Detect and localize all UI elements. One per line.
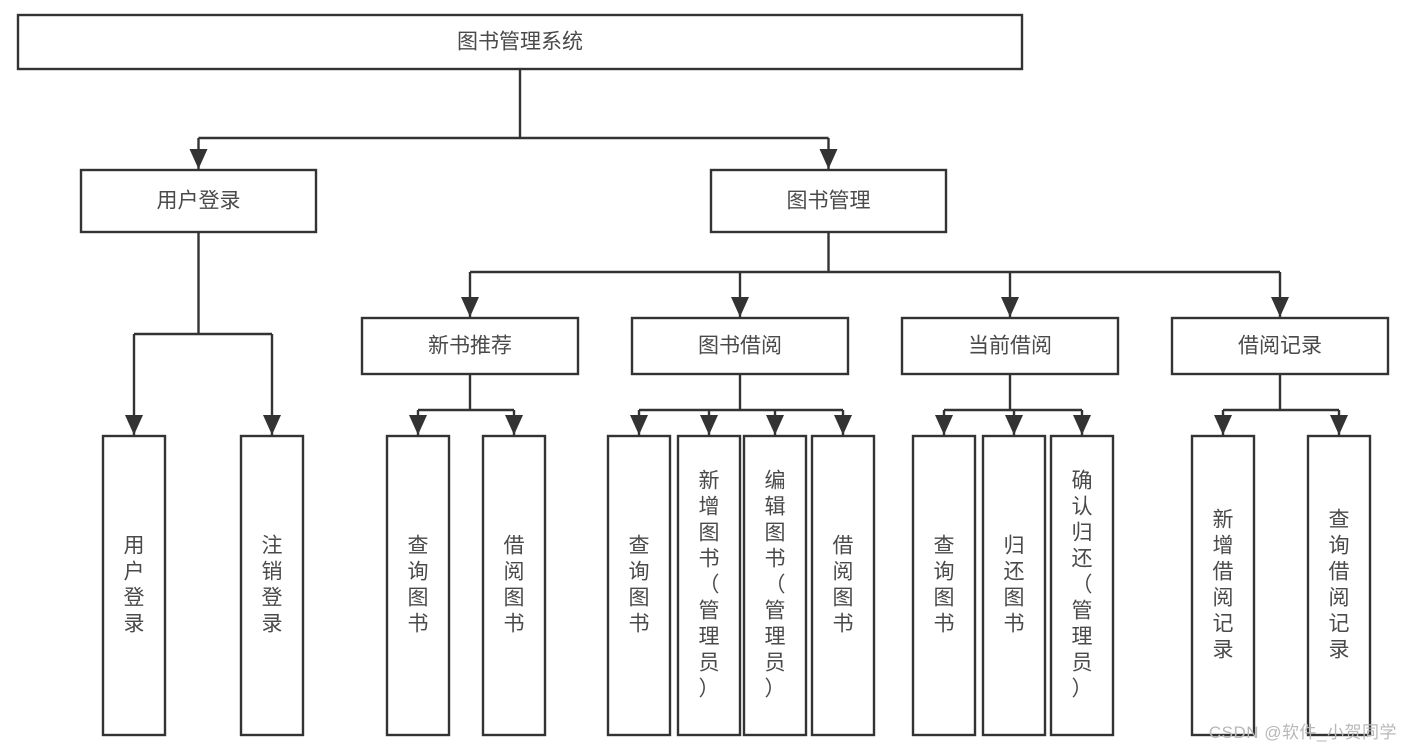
to-borrow-record-leaves-arrow-1 — [1330, 415, 1348, 435]
node-leaf-query-book-1[interactable]: 查询图书 — [385, 434, 451, 737]
node-box-borrow-record — [1170, 316, 1390, 376]
to-new-book-recommend-leaves-arrow-1 — [505, 415, 523, 435]
bookmgmt-to-level3-arrow-3 — [1271, 297, 1289, 317]
to-book-borrow-leaves-arrow-3 — [834, 415, 852, 435]
node-label-new-book-recommend: 新书推荐 — [428, 335, 512, 358]
node-box-leaf-logout — [239, 434, 305, 737]
node-label-leaf-borrow-book-1: 借阅图书 — [504, 534, 525, 635]
node-label-user-login: 用户登录 — [157, 190, 241, 213]
to-book-borrow-leaves-arrow-2 — [766, 415, 784, 435]
node-new-book-recommend[interactable]: 新书推荐 — [360, 316, 580, 376]
node-leaf-add-book[interactable]: 新增图书（管理员） — [676, 434, 742, 737]
node-leaf-query-book-2[interactable]: 查询图书 — [606, 434, 672, 737]
node-leaf-edit-book[interactable]: 编辑图书（管理员） — [742, 434, 808, 737]
node-leaf-borrow-book-1[interactable]: 借阅图书 — [481, 434, 547, 737]
node-book-management[interactable]: 图书管理 — [709, 168, 948, 234]
nodes-layer: 图书管理系统用户登录图书管理新书推荐图书借阅当前借阅借阅记录用户登录注销登录查询… — [16, 13, 1390, 737]
node-label-leaf-edit-book: 编辑图书（管理员） — [765, 469, 786, 700]
node-box-leaf-borrow-book-1 — [481, 434, 547, 737]
root-to-level2-arrow-1 — [819, 149, 838, 169]
to-book-borrow-leaves-arrow-1 — [700, 415, 718, 435]
node-box-leaf-user-login — [101, 434, 167, 737]
node-box-leaf-query-book-2 — [606, 434, 672, 737]
node-box-user-login — [79, 168, 318, 234]
node-label-root: 图书管理系统 — [457, 31, 583, 54]
node-box-new-book-recommend — [360, 316, 580, 376]
root-to-level2-arrow-0 — [189, 149, 208, 169]
edges-layer — [125, 69, 1348, 435]
node-label-leaf-query-book-3: 查询图书 — [934, 534, 955, 635]
to-current-borrow-leaves-arrow-2 — [1073, 415, 1091, 435]
node-leaf-query-book-3[interactable]: 查询图书 — [911, 434, 977, 737]
node-box-leaf-borrow-book-2 — [810, 434, 876, 737]
node-book-borrow[interactable]: 图书借阅 — [630, 316, 850, 376]
node-box-current-borrow — [900, 316, 1120, 376]
node-label-leaf-confirm-return: 确认归还（管理员） — [1072, 469, 1093, 700]
node-box-leaf-add-book — [676, 434, 742, 737]
bookmgmt-to-level3-arrow-0 — [461, 297, 479, 317]
node-leaf-logout[interactable]: 注销登录 — [239, 434, 305, 737]
csdn-watermark: CSDN @软件_小贺同学 — [1208, 723, 1397, 742]
node-label-book-management: 图书管理 — [787, 190, 871, 213]
node-label-leaf-query-book-2: 查询图书 — [629, 534, 650, 635]
node-box-leaf-return-book — [981, 434, 1047, 737]
node-box-root — [16, 13, 1024, 71]
to-current-borrow-leaves-arrow-1 — [1005, 415, 1023, 435]
node-box-leaf-confirm-return — [1049, 434, 1115, 737]
node-box-leaf-query-borrow-record — [1306, 434, 1372, 737]
node-leaf-return-book[interactable]: 归还图书 — [981, 434, 1047, 737]
node-label-leaf-query-book-1: 查询图书 — [408, 534, 429, 635]
node-label-leaf-query-borrow-record: 查询借阅记录 — [1329, 508, 1350, 661]
node-label-leaf-return-book: 归还图书 — [1004, 534, 1025, 635]
node-label-leaf-borrow-book-2: 借阅图书 — [833, 534, 854, 635]
to-user-login-leaves-arrow-0 — [125, 415, 143, 435]
node-label-current-borrow: 当前借阅 — [968, 335, 1052, 358]
node-box-book-borrow — [630, 316, 850, 376]
node-root[interactable]: 图书管理系统 — [16, 13, 1024, 71]
to-borrow-record-leaves-arrow-0 — [1214, 415, 1232, 435]
to-new-book-recommend-leaves-arrow-0 — [409, 415, 427, 435]
node-borrow-record[interactable]: 借阅记录 — [1170, 316, 1390, 376]
node-user-login[interactable]: 用户登录 — [79, 168, 318, 234]
node-leaf-query-borrow-record[interactable]: 查询借阅记录 — [1306, 434, 1372, 737]
node-leaf-borrow-book-2[interactable]: 借阅图书 — [810, 434, 876, 737]
node-box-book-management — [709, 168, 948, 234]
bookmgmt-to-level3-arrow-1 — [731, 297, 749, 317]
to-current-borrow-leaves-arrow-0 — [935, 415, 953, 435]
node-leaf-add-borrow-record[interactable]: 新增借阅记录 — [1190, 434, 1256, 737]
node-label-leaf-user-login: 用户登录 — [124, 534, 145, 635]
node-label-leaf-add-borrow-record: 新增借阅记录 — [1213, 508, 1234, 661]
node-label-leaf-logout: 注销登录 — [262, 534, 283, 635]
node-label-borrow-record: 借阅记录 — [1238, 335, 1322, 358]
node-label-leaf-add-book: 新增图书（管理员） — [699, 469, 720, 700]
bookmgmt-to-level3-arrow-2 — [1001, 297, 1019, 317]
node-leaf-confirm-return[interactable]: 确认归还（管理员） — [1049, 434, 1115, 737]
node-box-leaf-query-book-1 — [385, 434, 451, 737]
node-current-borrow[interactable]: 当前借阅 — [900, 316, 1120, 376]
node-box-leaf-edit-book — [742, 434, 808, 737]
to-book-borrow-leaves-arrow-0 — [630, 415, 648, 435]
node-box-leaf-add-borrow-record — [1190, 434, 1256, 737]
node-label-book-borrow: 图书借阅 — [698, 335, 782, 358]
node-leaf-user-login[interactable]: 用户登录 — [101, 434, 167, 737]
to-user-login-leaves-arrow-1 — [263, 415, 281, 435]
node-box-leaf-query-book-3 — [911, 434, 977, 737]
